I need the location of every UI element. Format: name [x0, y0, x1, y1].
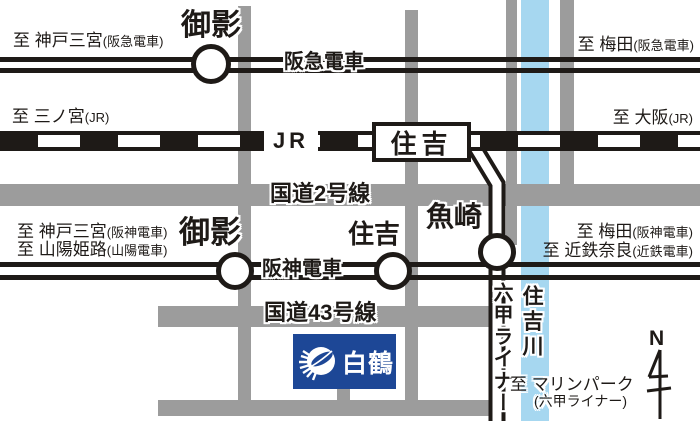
rokko-liner-name: 六甲ライナー	[490, 282, 512, 414]
dest-marinepark-sub: (六甲ライナー)	[534, 393, 628, 409]
mikage-hankyu-station-marker	[191, 44, 231, 84]
compass-north-label: N	[649, 327, 665, 350]
station-sumiyoshi-hanshin: 住吉	[348, 219, 401, 249]
route43-label: 国道43号線	[264, 300, 377, 325]
mikage-hanshin-station-marker	[216, 252, 254, 290]
hanshin-line-upper	[0, 262, 700, 267]
uozaki-station-marker	[478, 233, 516, 271]
hakutsuru-access-road	[337, 386, 350, 404]
dest-hanshin-west-himeji: 至 山陽姫路(山陽電車)	[17, 240, 168, 259]
sumiyoshi-hanshin-station-marker	[374, 252, 412, 290]
hankyu-line-lower	[0, 68, 700, 73]
route43-road	[158, 306, 493, 327]
route2-road	[0, 184, 700, 206]
dest-marinepark: 至 マリンパーク	[510, 375, 634, 394]
hakutsuru-logo-text: 白鶴	[342, 349, 395, 378]
south-road	[158, 400, 493, 416]
hankyu-line-upper	[0, 57, 700, 62]
dest-hankyu-west: 至 神戸三宮(阪急電車)	[13, 31, 164, 50]
station-mikage-hankyu: 御影	[181, 9, 241, 42]
hakutsuru-brewery-sign: 白鶴	[293, 334, 396, 389]
dest-hankyu-east: 至 梅田(阪急電車)	[577, 35, 694, 54]
dest-hanshin-east-umeda: 至 梅田(阪神電車)	[576, 222, 693, 241]
hankyu-line-name: 阪急電車	[284, 51, 364, 73]
station-mikage-hanshin: 御影	[179, 215, 241, 250]
route2-label: 国道2号線	[270, 181, 371, 206]
station-uozaki: 魚崎	[426, 201, 483, 232]
dest-jr-west: 至 三ノ宮(JR)	[12, 107, 110, 126]
sumiyoshi-river-name: 住吉川	[520, 285, 544, 360]
north-arrow-icon	[646, 349, 672, 419]
dest-jr-east: 至 大阪(JR)	[612, 108, 693, 127]
jr-line-label: JR	[264, 128, 318, 153]
dest-hanshin-west-sannomiya: 至 神戸三宮(阪神電車)	[17, 222, 168, 241]
hanshin-line-name: 阪神電車	[262, 258, 342, 280]
station-sumiyoshi-jr: 住吉	[372, 122, 471, 162]
jr-line	[0, 131, 700, 151]
crane-icon	[299, 346, 335, 380]
road-vertical-east1	[506, 0, 517, 245]
hanshin-line-lower	[0, 275, 700, 280]
dest-hanshin-east-nara: 至 近鉄奈良(近鉄電車)	[542, 241, 693, 260]
